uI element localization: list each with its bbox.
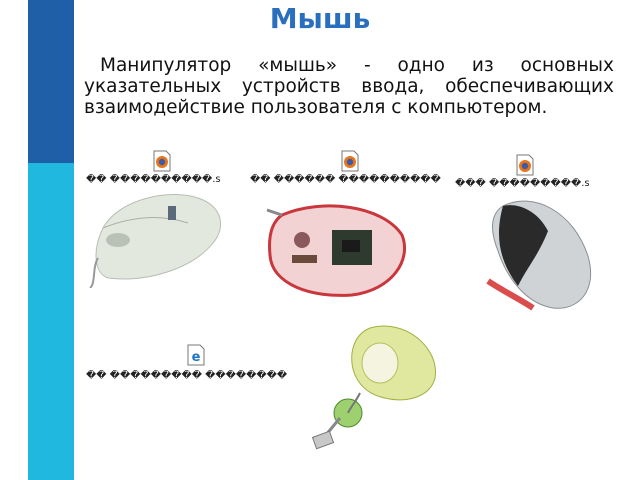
link-label-3[interactable]: ��� ���������.s (455, 178, 590, 189)
white-mouse-image (89, 194, 221, 288)
link-label-4[interactable]: �� ��������� �������� (86, 370, 288, 381)
retractable-mouse-image (311, 325, 436, 450)
side-bar-light (28, 163, 74, 480)
firefox-file-icon[interactable] (515, 154, 535, 176)
firefox-file-icon[interactable] (340, 150, 360, 172)
firefox-file-icon[interactable] (152, 150, 172, 172)
slide-paragraph: Манипулятор «мышь» - одно из основных ук… (84, 55, 614, 118)
svg-text:e: e (192, 350, 201, 365)
ie-file-icon[interactable]: e (186, 344, 206, 366)
side-bar-dark (28, 0, 74, 163)
link-label-1[interactable]: �� ����������.s (86, 174, 221, 185)
link-label-2[interactable]: �� ������ ���������� (250, 174, 441, 185)
optical-mouse-image (486, 200, 592, 311)
transparent-mouse-image (266, 204, 407, 297)
slide-title: Мышь (269, 2, 371, 35)
